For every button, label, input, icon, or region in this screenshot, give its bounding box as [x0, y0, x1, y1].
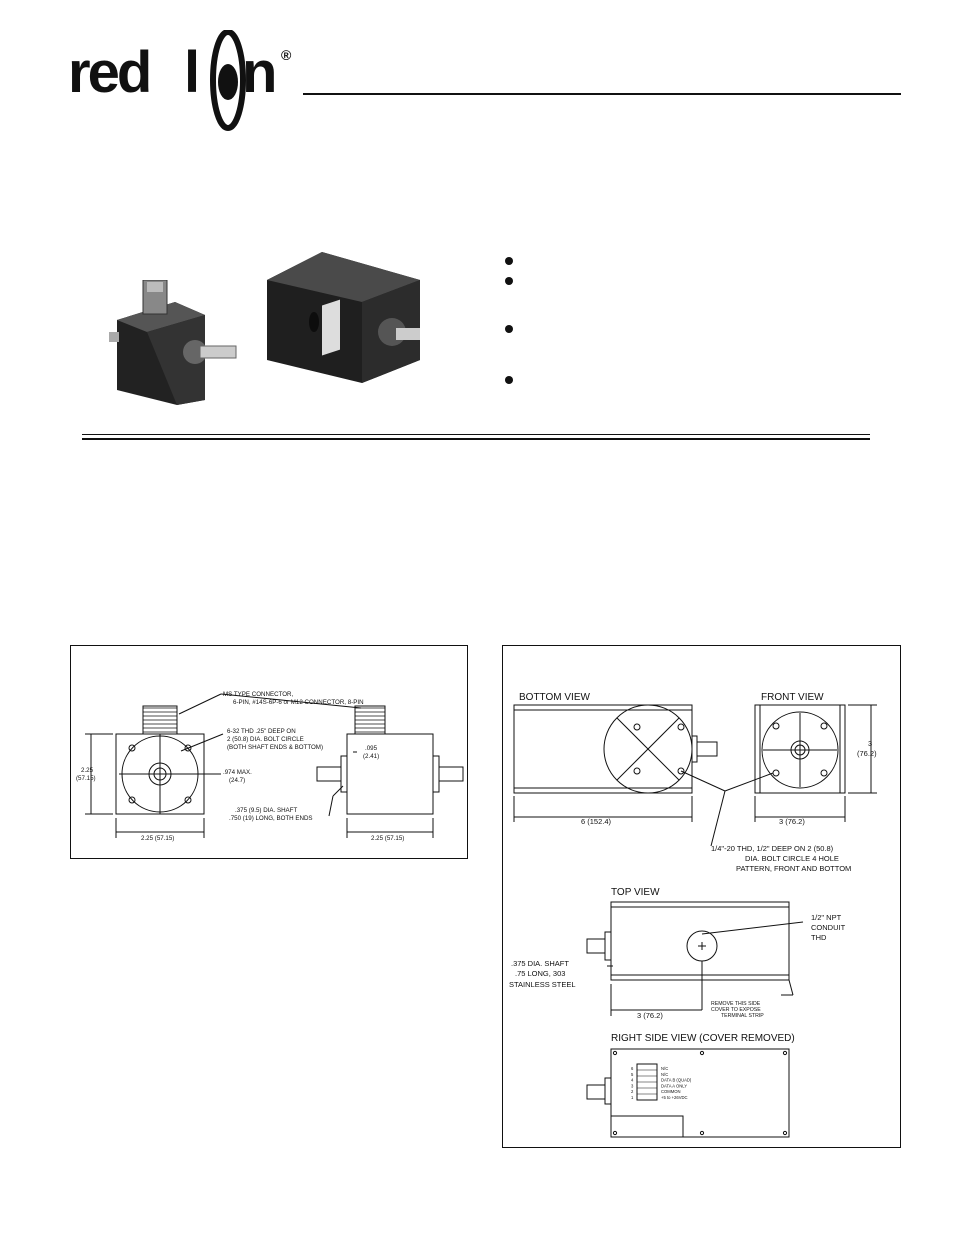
shaft-note-1: .375 DIA. SHAFT [511, 959, 569, 968]
section-rule-bottom [82, 438, 870, 440]
bullet-3 [505, 325, 513, 333]
large-encoder-dimension-drawing: BOTTOM VIEW FRONT VIEW TOP VIEW RIGHT SI… [502, 645, 901, 1148]
thread-note-1: 1/4"-20 THD, 1/2" DEEP ON 2 (50.8) [711, 844, 834, 853]
terminal-number: 2 [631, 1089, 634, 1094]
small-encoder-dimension-drawing: MS TYPE CONNECTOR, 6-PIN, #14S-6P-6 or M… [70, 645, 468, 859]
conduit-note-2: CONDUIT [811, 923, 846, 932]
thread-note-2: 2 (50.8) DIA. BOLT CIRCLE [227, 736, 304, 743]
registered-mark: ® [281, 47, 292, 63]
front-view-label: FRONT VIEW [761, 692, 824, 703]
terminal-number: 1 [631, 1095, 634, 1100]
length-dimension: 6 (152.4) [581, 817, 612, 826]
front-height-dimension-in: 3 [868, 739, 872, 748]
gap-dimension-in: .095 [365, 745, 378, 752]
terminal-label: DATA A ONLY [661, 1083, 687, 1088]
bottom-view-label: BOTTOM VIEW [519, 692, 590, 703]
terminal-label: N/C [661, 1072, 668, 1077]
logo-swirl [210, 30, 246, 131]
conduit-note-1: 1/2" NPT [811, 913, 842, 922]
section-rule-top [82, 434, 870, 435]
terminal-number: 6 [631, 1066, 634, 1071]
terminal-label: N/C [661, 1066, 668, 1071]
shaft-note-2: .750 (19) LONG, BOTH ENDS [229, 815, 313, 822]
front-width-dimension: 3 (76.2) [779, 817, 805, 826]
thread-note-2: DIA. BOLT CIRCLE 4 HOLE [745, 854, 839, 863]
header-rule [303, 93, 901, 95]
terminal-number: 5 [631, 1072, 634, 1077]
encoder-photo-small [109, 280, 237, 405]
side-width-dimension: 2.25 (57.15) [371, 835, 404, 842]
bullet-2 [505, 277, 513, 285]
logo-text-red: red [68, 40, 149, 105]
cover-note-3: TERMINAL STRIP [721, 1013, 764, 1019]
thread-note-3: PATTERN, FRONT AND BOTTOM [736, 864, 851, 873]
right-side-view-label: RIGHT SIDE VIEW (COVER REMOVED) [611, 1033, 795, 1044]
gap-dimension-mm: (2.41) [363, 753, 379, 760]
shaft-note-3: STAINLESS STEEL [509, 980, 576, 989]
connector-note-1: MS TYPE CONNECTOR, [223, 691, 294, 698]
feature-bullets [505, 252, 885, 392]
height-dimension-mm: (57.15) [76, 775, 96, 782]
cover-note-1: REMOVE THIS SIDE [711, 1001, 761, 1007]
svg-text:n: n [242, 40, 274, 105]
shaft-note-1: .375 (9.5) DIA. SHAFT [235, 807, 297, 814]
bullet-1 [505, 257, 513, 265]
terminal-number: 4 [631, 1078, 634, 1083]
bullet-4 [505, 376, 513, 384]
front-width-dimension: 2.25 (57.15) [141, 835, 174, 842]
front-height-dimension-mm: (76.2) [857, 749, 877, 758]
max-dimension-mm: (24.7) [229, 777, 245, 784]
thread-note-1: 6-32 THD .25" DEEP ON [227, 728, 296, 735]
top-width-dimension: 3 (76.2) [637, 1011, 663, 1020]
cover-note-2: COVER TO EXPOSE [711, 1007, 761, 1013]
terminal-label: +5 to +26VDC [661, 1095, 688, 1100]
conduit-note-3: THD [811, 933, 827, 942]
connector-note-2: 6-PIN, #14S-6P-6 or M12 CONNECTOR, 8-PIN [233, 699, 364, 706]
top-view-label: TOP VIEW [611, 887, 660, 898]
encoder-photo-large [267, 252, 420, 383]
logo-text-lion: l [184, 40, 197, 105]
red-lion-logo: red l n ® [68, 30, 292, 131]
shaft-note-2: .75 LONG, 303 [515, 969, 565, 978]
thread-note-3: (BOTH SHAFT ENDS & BOTTOM) [227, 744, 323, 751]
max-dimension-in: .974 MAX. [223, 769, 252, 776]
terminal-label: DATA B (QUAD) [661, 1078, 692, 1083]
terminal-label: COMMON [661, 1089, 681, 1094]
height-dimension-in: 2.25 [81, 767, 94, 774]
terminal-number: 3 [631, 1083, 634, 1088]
